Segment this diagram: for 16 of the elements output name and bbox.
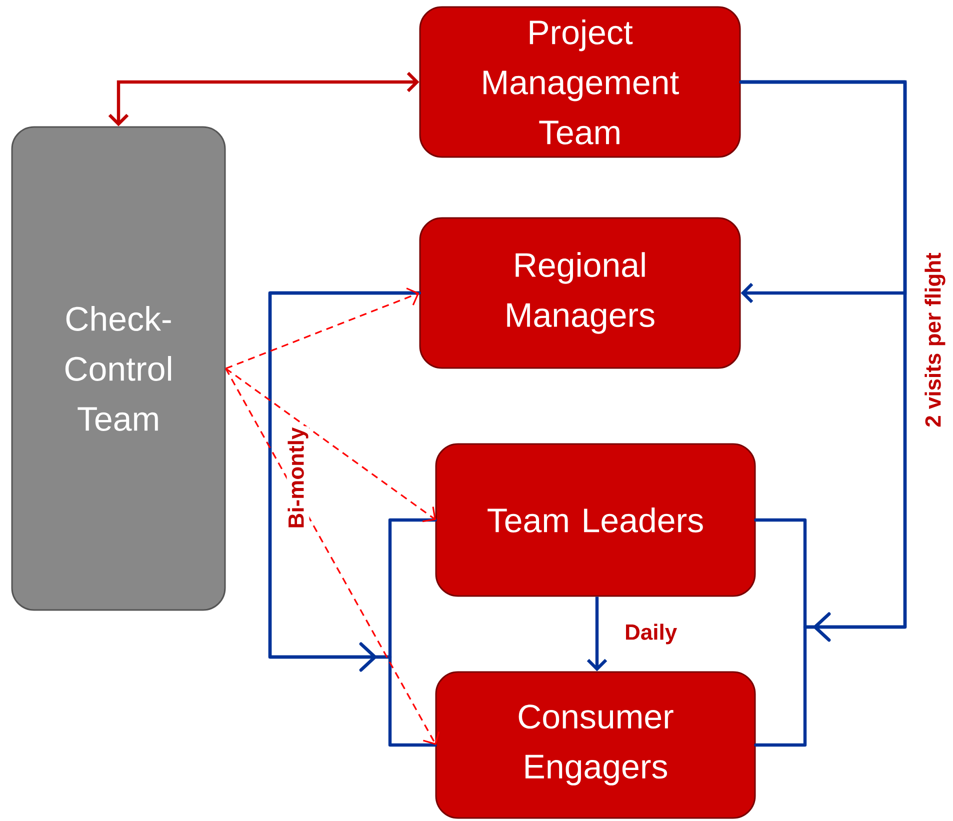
edge-label: Daily: [626, 624, 677, 644]
arrow: [108, 72, 420, 126]
arrow: [739, 80, 907, 747]
note-label: 2 visits per flight: [924, 252, 946, 427]
team-box: Project Management Team: [419, 6, 741, 158]
arrow: [225, 288, 420, 370]
team-box: Consumer Engagers: [435, 671, 756, 819]
team-box: Check-Control Team: [11, 126, 226, 611]
note-label: Bi-montly: [288, 427, 308, 528]
arrow: [586, 596, 608, 672]
arrow: [225, 368, 440, 745]
arrow: [268, 291, 437, 747]
arrow: [225, 368, 436, 522]
team-box: Team Leaders: [435, 443, 756, 597]
arrow: [740, 80, 907, 304]
team-box: Regional Managers: [419, 217, 741, 369]
